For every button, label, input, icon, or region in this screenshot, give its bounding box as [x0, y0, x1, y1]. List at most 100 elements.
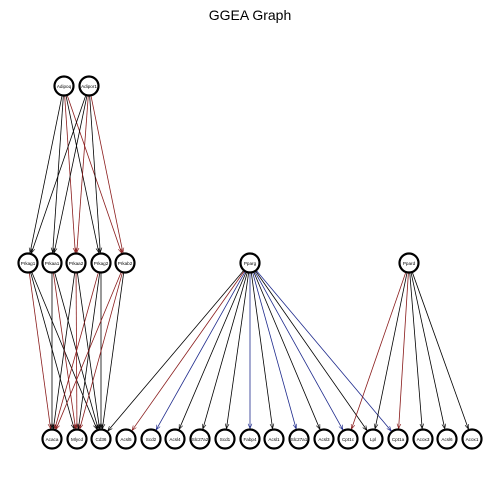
edge-pparg-acsl4: [178, 271, 247, 430]
node-lpl: Lpl: [362, 428, 384, 450]
node-label: Acaca: [46, 437, 59, 442]
edge-pparg-cpt1c: [254, 271, 343, 430]
node-pparg: Pparg: [239, 252, 261, 274]
node-slc27a2: Slc27a2: [189, 428, 211, 450]
node-label: Fabp4: [243, 437, 256, 442]
edge-pparg-acsl3: [253, 271, 321, 430]
node-label: Acsl6: [441, 437, 453, 442]
node-label: Acox1: [466, 437, 479, 442]
node-label: Prkab2: [118, 261, 133, 266]
edge-adipoq-prkag1: [30, 95, 63, 252]
node-prkaa1: Prkaa1: [41, 252, 63, 274]
node-acox3: Acox3: [412, 428, 434, 450]
node-mlycd: Mlycd: [66, 428, 88, 450]
edge-adipor1-prkaa1: [54, 95, 88, 252]
node-circle: [41, 252, 63, 274]
node-acsl1: Acsl1: [263, 428, 285, 450]
node-circle: [78, 75, 100, 97]
node-label: Scd2: [146, 437, 157, 442]
node-circle: [461, 428, 483, 450]
node-cpt1c: Cpt1c: [337, 428, 359, 450]
edge-pparg-acsl5: [132, 270, 245, 431]
node-label: Ppard: [403, 261, 416, 266]
node-circle: [90, 252, 112, 274]
node-acsl3: Acsl3: [313, 428, 335, 450]
node-adipor1: Adipor1: [78, 75, 100, 97]
node-circle: [313, 428, 335, 450]
node-prkag2: Prkag2: [90, 252, 112, 274]
node-label: Cpt1c: [342, 437, 355, 442]
node-circle: [239, 252, 261, 274]
edge-adipor1-prkab2: [90, 95, 123, 252]
node-prkag1: Prkag1: [17, 252, 39, 274]
edge-adipoq-prkab2: [66, 94, 121, 253]
edge-pparg-cd36: [108, 269, 245, 431]
edge-adipor1-prkag1: [31, 94, 87, 253]
node-label: Acsl5: [120, 437, 132, 442]
node-circle: [398, 252, 420, 274]
edge-ppard-acox3: [409, 272, 422, 428]
node-acaca: Acaca: [41, 428, 63, 450]
node-circle: [164, 428, 186, 450]
node-label: Scd1: [220, 437, 231, 442]
node-ppard: Ppard: [398, 252, 420, 274]
node-label: Slc27a1: [291, 437, 308, 442]
edge-ppard-cpt1c: [351, 271, 407, 429]
node-circle: [114, 252, 136, 274]
node-label: Slc27a2: [192, 437, 209, 442]
node-circle: [65, 252, 87, 274]
edge-ppard-cpt1a: [399, 272, 409, 428]
edge-ppard-lpl: [375, 272, 408, 428]
node-prkaa2: Prkaa2: [65, 252, 87, 274]
edge-adipor1-prkag2: [89, 95, 101, 252]
edge-adipoq-prkaa2: [64, 95, 76, 252]
edge-pparg-slc27a1: [252, 272, 297, 429]
node-circle: [66, 428, 88, 450]
node-fabp4: Fabp4: [239, 428, 261, 450]
node-label: Cpt1a: [392, 437, 405, 442]
node-adipoq: Adipoq: [53, 75, 75, 97]
node-acox1: Acox1: [461, 428, 483, 450]
node-label: Lpl: [370, 437, 376, 442]
edge-prkag1-acaca: [28, 272, 50, 428]
node-acsl5: Acsl5: [115, 428, 137, 450]
edges-layer: [28, 94, 468, 431]
edge-adipor1-prkaa2: [77, 95, 89, 252]
node-label: Prkag1: [21, 261, 36, 266]
node-circle: [387, 428, 409, 450]
edge-prkab2-cd36: [102, 272, 125, 428]
node-circle: [412, 428, 434, 450]
edge-prkaa2-acaca: [53, 272, 76, 428]
edge-adipoq-prkaa1: [53, 95, 64, 252]
node-circle: [362, 428, 384, 450]
edge-ppard-acox1: [411, 271, 468, 429]
node-label: Prkag2: [94, 261, 109, 266]
node-cd36: Cd36: [90, 428, 112, 450]
node-label: Adipor1: [81, 84, 97, 89]
edge-prkab2-mlycd: [80, 272, 123, 429]
edge-ppard-acsl6: [410, 272, 445, 428]
node-circle: [90, 428, 112, 450]
node-label: Acox3: [417, 437, 430, 442]
node-label: Acsl3: [318, 437, 330, 442]
node-circle: [263, 428, 285, 450]
graph-title: GGEA Graph: [208, 7, 292, 23]
edge-pparg-scd1: [226, 272, 250, 428]
node-label: Adipoq: [57, 84, 72, 89]
node-circle: [288, 428, 310, 450]
edge-pparg-slc27a2: [203, 272, 248, 429]
node-circle: [115, 428, 137, 450]
edge-pparg-acsl1: [250, 272, 272, 428]
node-circle: [53, 75, 75, 97]
node-acsl6: Acsl6: [436, 428, 458, 450]
node-scd2: Scd2: [140, 428, 162, 450]
node-circle: [436, 428, 458, 450]
node-circle: [140, 428, 162, 450]
node-label: Prkaa1: [45, 261, 60, 266]
node-label: Pparg: [244, 261, 257, 266]
node-acsl4: Acsl4: [164, 428, 186, 450]
node-label: Cd36: [96, 437, 107, 442]
edge-prkag2-acaca: [55, 272, 99, 429]
node-circle: [41, 428, 63, 450]
